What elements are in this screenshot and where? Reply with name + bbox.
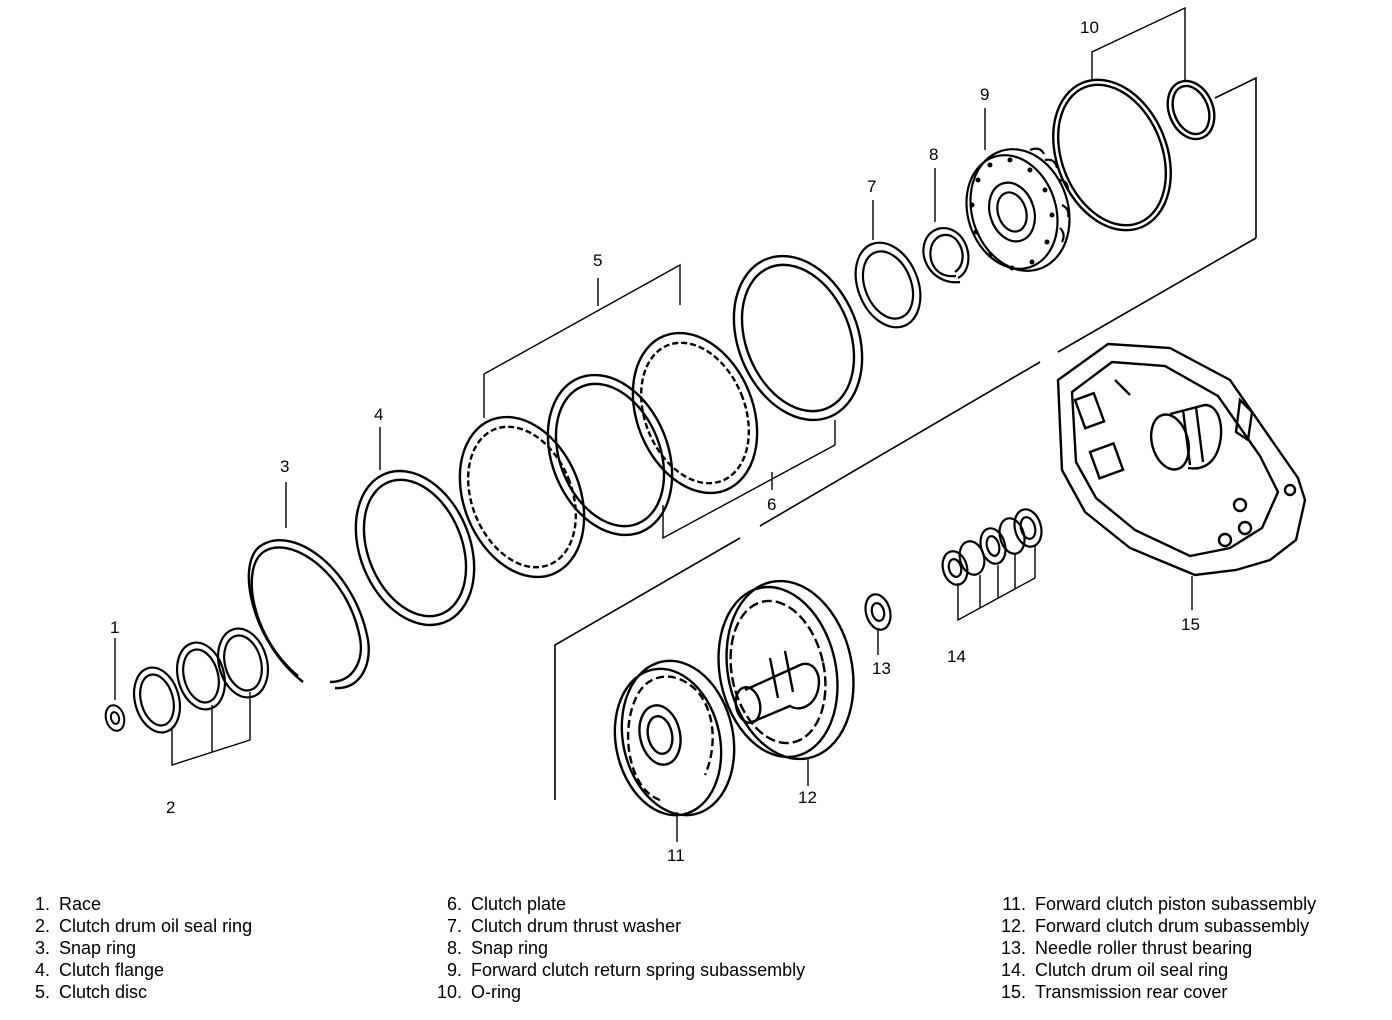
- legend-number: 4.: [34, 960, 50, 980]
- legend-label: Forward clutch drum subassembly: [1035, 916, 1310, 936]
- legend-number: 13.: [1000, 938, 1026, 958]
- legend-number: 15.: [1000, 982, 1026, 1002]
- legend-item: 14. Clutch drum oil seal ring: [996, 959, 1316, 981]
- callout-2: 2: [166, 798, 175, 817]
- part-2-seal-rings: [132, 627, 269, 734]
- legend-label: Snap ring: [471, 938, 549, 958]
- callout-12: 12: [798, 788, 817, 807]
- part-4-clutch-flange: [354, 469, 476, 627]
- legend-item: 12. Forward clutch drum subassembly: [996, 915, 1316, 937]
- legend-item: 9. Forward clutch return spring subassemb…: [432, 959, 805, 981]
- legend-item: 5. Clutch disc: [30, 981, 252, 1003]
- legend-label: Race: [59, 894, 102, 914]
- part-11-clutch-piston: [613, 659, 736, 817]
- legend-label: Clutch drum oil seal ring: [59, 916, 253, 936]
- legend-label: Clutch plate: [471, 894, 567, 914]
- legend-item: 8. Snap ring: [432, 937, 805, 959]
- legend-number: 2.: [34, 916, 50, 936]
- part-12-clutch-drum: [717, 579, 855, 761]
- legend-number: 7.: [446, 916, 462, 936]
- callout-3: 3: [280, 457, 289, 476]
- callout-9: 9: [980, 85, 989, 104]
- legend-number: 10.: [436, 982, 462, 1002]
- callout-15: 15: [1181, 615, 1200, 634]
- legend-item: 10. O-ring: [432, 981, 805, 1003]
- legend-label: Forward clutch return spring subassembly: [471, 960, 806, 980]
- legend-column-1: 1. Race 2. Clutch drum oil seal ring 3. Sna…: [30, 893, 252, 1003]
- part-13-needle-bearing: [864, 593, 892, 631]
- exploded-view-diagram: 1 2 3 4 5 6 7 8 9 10 11 12 13 14 15: [104, 6, 1307, 865]
- legend-number: 11.: [1002, 894, 1026, 914]
- part-6-clutch-plates: [546, 254, 864, 537]
- legend-label: Forward clutch piston subassembly: [1035, 894, 1317, 914]
- part-15-rear-cover: [1056, 342, 1307, 577]
- callout-11: 11: [667, 846, 685, 865]
- part-5-clutch-discs: [458, 331, 759, 579]
- part-10-o-rings: [1052, 78, 1216, 232]
- legend-number: 1.: [34, 894, 50, 914]
- legend-item: 2. Clutch drum oil seal ring: [30, 915, 252, 937]
- legend-label: Clutch drum oil seal ring: [1035, 960, 1229, 980]
- legend-label: Clutch drum thrust washer: [471, 916, 682, 936]
- leader-10: [1091, 6, 1186, 82]
- legend-label: Needle roller thrust bearing: [1035, 938, 1253, 958]
- legend-label: Clutch flange: [59, 960, 165, 980]
- part-8-snap-ring: [922, 227, 970, 284]
- legend-label: Transmission rear cover: [1035, 982, 1228, 1002]
- legend-item: 15. Transmission rear cover: [996, 981, 1316, 1003]
- legend-number: 8.: [446, 938, 462, 958]
- leader-5: [483, 263, 681, 418]
- part-9-return-spring: [965, 147, 1071, 272]
- leader-14: [957, 545, 1036, 622]
- part-3-snap-ring: [247, 539, 370, 690]
- leader-6: [662, 420, 836, 540]
- legend-number: 14.: [1000, 960, 1026, 980]
- part-1-race: [104, 704, 126, 732]
- legend-number: 3.: [34, 938, 50, 958]
- legend-number: 12.: [1000, 916, 1026, 936]
- callout-1: 1: [110, 618, 119, 637]
- part-14-seal-rings: [941, 508, 1043, 586]
- legend-column-3: 11. Forward clutch piston subassembly 12.…: [996, 893, 1316, 1003]
- legend-column-2: 6. Clutch plate 7. Clutch drum thrust wash…: [432, 893, 805, 1003]
- legend-item: 11. Forward clutch piston subassembly: [996, 893, 1316, 915]
- callout-13: 13: [872, 659, 891, 678]
- legend-label: Clutch disc: [59, 982, 148, 1002]
- callout-14: 14: [947, 647, 966, 666]
- legend-number: 6.: [446, 894, 462, 914]
- legend-label: O-ring: [471, 982, 522, 1002]
- legend-item: 7. Clutch drum thrust washer: [432, 915, 805, 937]
- legend-item: 13. Needle roller thrust bearing: [996, 937, 1316, 959]
- callout-6: 6: [767, 495, 776, 514]
- legend-item: 4. Clutch flange: [30, 959, 252, 981]
- part-7-thrust-washer: [854, 241, 922, 329]
- legend-number: 5.: [34, 982, 50, 1002]
- callout-10: 10: [1080, 18, 1099, 37]
- callout-4: 4: [374, 405, 383, 424]
- callout-5: 5: [593, 251, 602, 270]
- callout-8: 8: [929, 145, 938, 164]
- callout-7: 7: [867, 177, 876, 196]
- legend-item: 1. Race: [30, 893, 252, 915]
- assembly-axis-line: [554, 76, 1257, 800]
- legend-label: Snap ring: [59, 938, 137, 958]
- legend-item: 6. Clutch plate: [432, 893, 805, 915]
- legend-item: 3. Snap ring: [30, 937, 252, 959]
- leader-2: [171, 692, 251, 766]
- legend-number: 9.: [446, 960, 462, 980]
